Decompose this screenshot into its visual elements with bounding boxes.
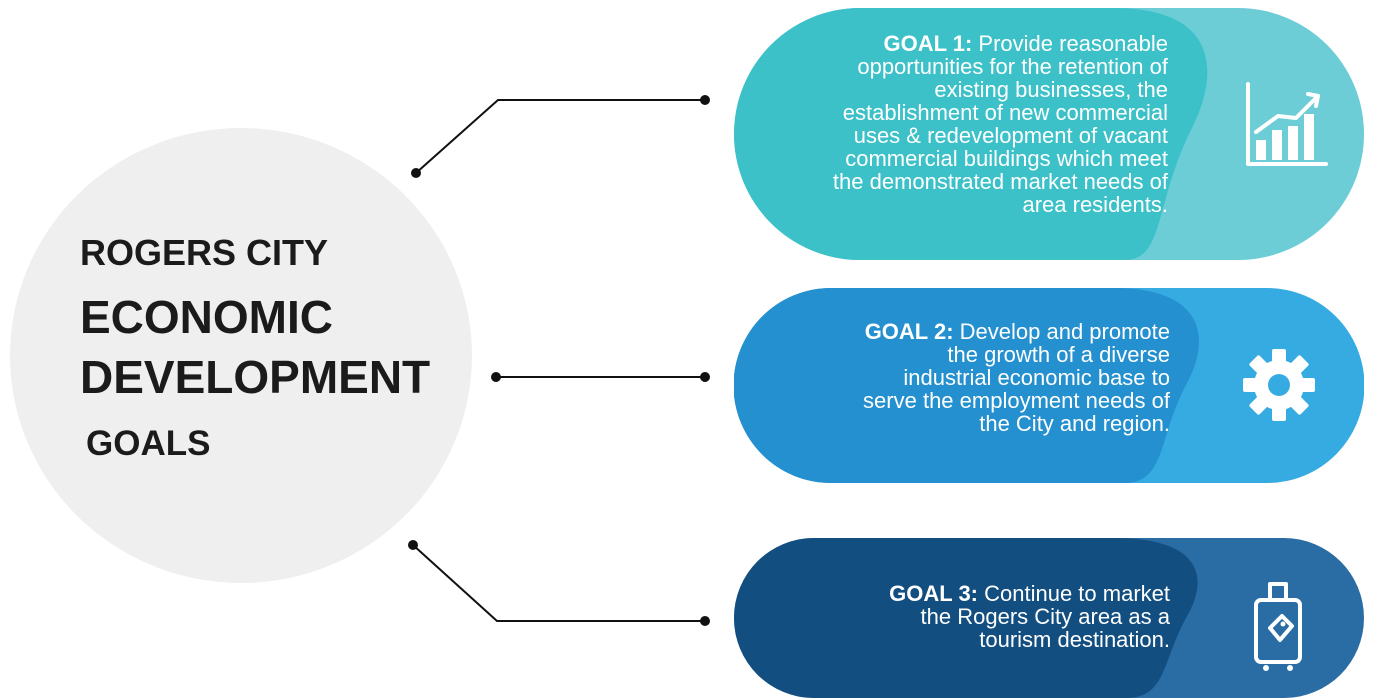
hub-title-line-1: ROGERS CITY — [80, 232, 329, 273]
connector-goal-1 — [415, 99, 705, 174]
goal-3-line: Continue to market — [984, 581, 1170, 606]
goal-1-line: existing businesses, the — [934, 77, 1168, 102]
goal-3-card: GOAL 3: Continue to market the Rogers Ci… — [734, 538, 1364, 698]
connector-dot — [700, 372, 710, 382]
goal-3-line: the Rogers City area as a — [920, 604, 1170, 629]
goal-2-card: GOAL 2: Develop and promote the growth o… — [734, 288, 1364, 483]
connector-dot — [491, 372, 501, 382]
goal-3-line: tourism destination. — [979, 627, 1170, 652]
goal-2-line: the growth of a diverse — [947, 342, 1170, 367]
goal-1-shape — [734, 8, 1364, 260]
goal-2-line: Develop and promote — [959, 319, 1170, 344]
goal-2-line: industrial economic base to — [903, 365, 1170, 390]
gear-icon — [1243, 349, 1315, 421]
goal-1-line: opportunities for the retention of — [857, 54, 1168, 79]
suitcase-icon — [1254, 582, 1302, 671]
goal-3-label: GOAL 3: — [889, 581, 978, 606]
goal-3-shape — [734, 538, 1364, 698]
hub-title-line-4: GOALS — [86, 424, 211, 463]
goal-2-shape — [734, 288, 1364, 483]
connector-dot — [408, 540, 418, 550]
goal-1-line: uses & redevelopment of vacant — [853, 123, 1168, 148]
goal-1-label: GOAL 1: — [883, 31, 973, 56]
hub-title-development: DEVELOPMENT — [80, 351, 431, 403]
goal-1-line: commercial buildings which meet — [845, 146, 1168, 171]
goal-2-line: serve the employment needs of — [863, 388, 1170, 413]
goal-1-text: GOAL 1: Provide reasonable opportunities… — [734, 32, 1168, 216]
goal-1-line: the demonstrated market needs of — [832, 169, 1168, 194]
hub-title-economic: ECONOMIC — [80, 291, 333, 343]
connector-dot — [700, 95, 710, 105]
goal-1-line: Provide reasonable — [978, 31, 1168, 56]
hub-circle — [10, 128, 472, 583]
goal-1-line: area residents. — [1022, 192, 1168, 217]
connector-goal-3 — [412, 544, 705, 622]
goal-2-text: GOAL 2: Develop and promote the growth o… — [734, 320, 1170, 435]
growth-chart-icon — [1246, 82, 1328, 166]
goal-1-line: establishment of new commercial — [842, 100, 1168, 125]
goal-1-card: GOAL 1: Provide reasonable opportunities… — [734, 8, 1364, 260]
connector-dot — [700, 616, 710, 626]
goal-2-line: the City and region. — [979, 411, 1170, 436]
connector-dot — [411, 168, 421, 178]
goal-3-text: GOAL 3: Continue to market the Rogers Ci… — [734, 582, 1170, 651]
goal-2-label: GOAL 2: — [864, 319, 954, 344]
hub-title-line-2: ECONOMIC DEVELOPMENT — [80, 290, 430, 404]
